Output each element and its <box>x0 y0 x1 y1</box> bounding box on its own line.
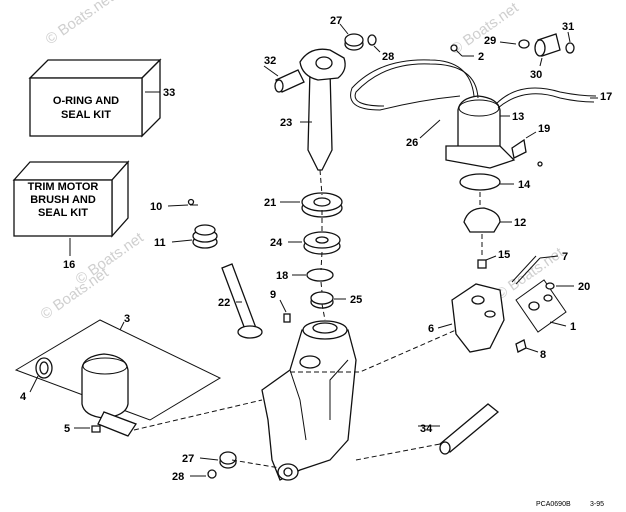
callout-1: 1 <box>570 321 576 333</box>
motor-oring <box>459 173 501 191</box>
oring-seal-kit-box: O-RING AND SEAL KIT <box>28 58 162 138</box>
callout-26: 26 <box>406 137 418 149</box>
callout-30: 30 <box>530 69 542 81</box>
callout-12: 12 <box>514 217 526 229</box>
trim-motor <box>445 95 516 169</box>
callout-6: 6 <box>428 323 434 335</box>
brush-kit-line-1: TRIM MOTOR <box>28 181 99 193</box>
trim-cylinder-body <box>261 320 357 481</box>
callout-14: 14 <box>518 179 531 191</box>
callout-31: 31 <box>562 21 574 33</box>
callout-5: 5 <box>64 423 70 435</box>
pin <box>274 69 305 93</box>
callout-11: 11 <box>154 237 166 249</box>
valve-spring <box>192 224 218 249</box>
retaining-ring <box>207 469 217 479</box>
screw <box>187 198 195 206</box>
callout-7: 7 <box>562 251 568 263</box>
callout-16: 16 <box>63 259 75 271</box>
callout-29: 29 <box>484 35 496 47</box>
oring-kit-line-1: O-RING AND <box>53 95 119 107</box>
callout-20: 20 <box>578 281 590 293</box>
cylinder-cap <box>301 192 343 218</box>
callout-33: 33 <box>163 87 175 99</box>
pivot-pin <box>438 403 500 455</box>
callout-27-bottom: 27 <box>182 453 194 465</box>
pump <box>451 283 505 353</box>
brush-kit-line-3: SEAL KIT <box>38 207 88 219</box>
retaining-ring <box>367 34 377 46</box>
callout-34: 34 <box>420 423 433 435</box>
valve-seal <box>545 282 555 290</box>
callout-25: 25 <box>350 294 362 306</box>
callout-19: 19 <box>538 123 550 135</box>
callout-4: 4 <box>20 391 27 403</box>
watermark: © Boats.net <box>43 0 118 48</box>
callout-13: 13 <box>512 111 524 123</box>
callout-9: 9 <box>270 289 276 301</box>
washer <box>306 268 334 282</box>
callout-32: 32 <box>264 55 276 67</box>
oring <box>565 42 575 54</box>
trim-rod <box>299 48 346 171</box>
watermark: © Boats.net <box>448 0 523 58</box>
callouts: 1 2 3 4 5 6 7 8 9 10 11 12 13 14 15 17 1 <box>20 15 612 483</box>
callout-23: 23 <box>280 117 292 129</box>
callout-22: 22 <box>218 297 230 309</box>
reservoir <box>81 353 137 437</box>
callout-24: 24 <box>270 237 283 249</box>
bushing <box>219 451 237 469</box>
brush-kit-line-2: BRUSH AND <box>30 194 96 206</box>
callout-18: 18 <box>276 270 288 282</box>
bolt <box>91 425 101 433</box>
piston <box>303 231 341 255</box>
oring <box>35 357 53 379</box>
callout-28-bottom: 28 <box>172 471 184 483</box>
nut <box>310 291 334 309</box>
drawing-code: PCA0690B <box>536 501 571 508</box>
callout-27-top: 27 <box>330 15 342 27</box>
motor-leads <box>350 59 475 111</box>
plug <box>283 313 291 323</box>
callout-21: 21 <box>264 197 276 209</box>
fitting <box>534 33 561 57</box>
valve-kit-outline <box>515 279 567 333</box>
oring-kit-line-2: SEAL KIT <box>61 109 111 121</box>
washer <box>518 39 530 49</box>
brush-seal-kit-box: TRIM MOTOR BRUSH AND SEAL KIT <box>12 160 130 238</box>
screw <box>477 259 487 269</box>
callout-10: 10 <box>150 201 162 213</box>
manual-release-tube <box>221 263 263 339</box>
callout-2: 2 <box>478 51 484 63</box>
screw <box>515 339 527 353</box>
coupling <box>463 207 501 233</box>
bushing <box>344 33 364 51</box>
callout-17: 17 <box>600 91 612 103</box>
drawing-date: 3-95 <box>590 501 604 508</box>
bracket <box>511 138 527 159</box>
callout-3: 3 <box>124 313 130 325</box>
callout-8: 8 <box>540 349 546 361</box>
callout-28-top: 28 <box>382 51 394 63</box>
callout-15: 15 <box>498 249 510 261</box>
